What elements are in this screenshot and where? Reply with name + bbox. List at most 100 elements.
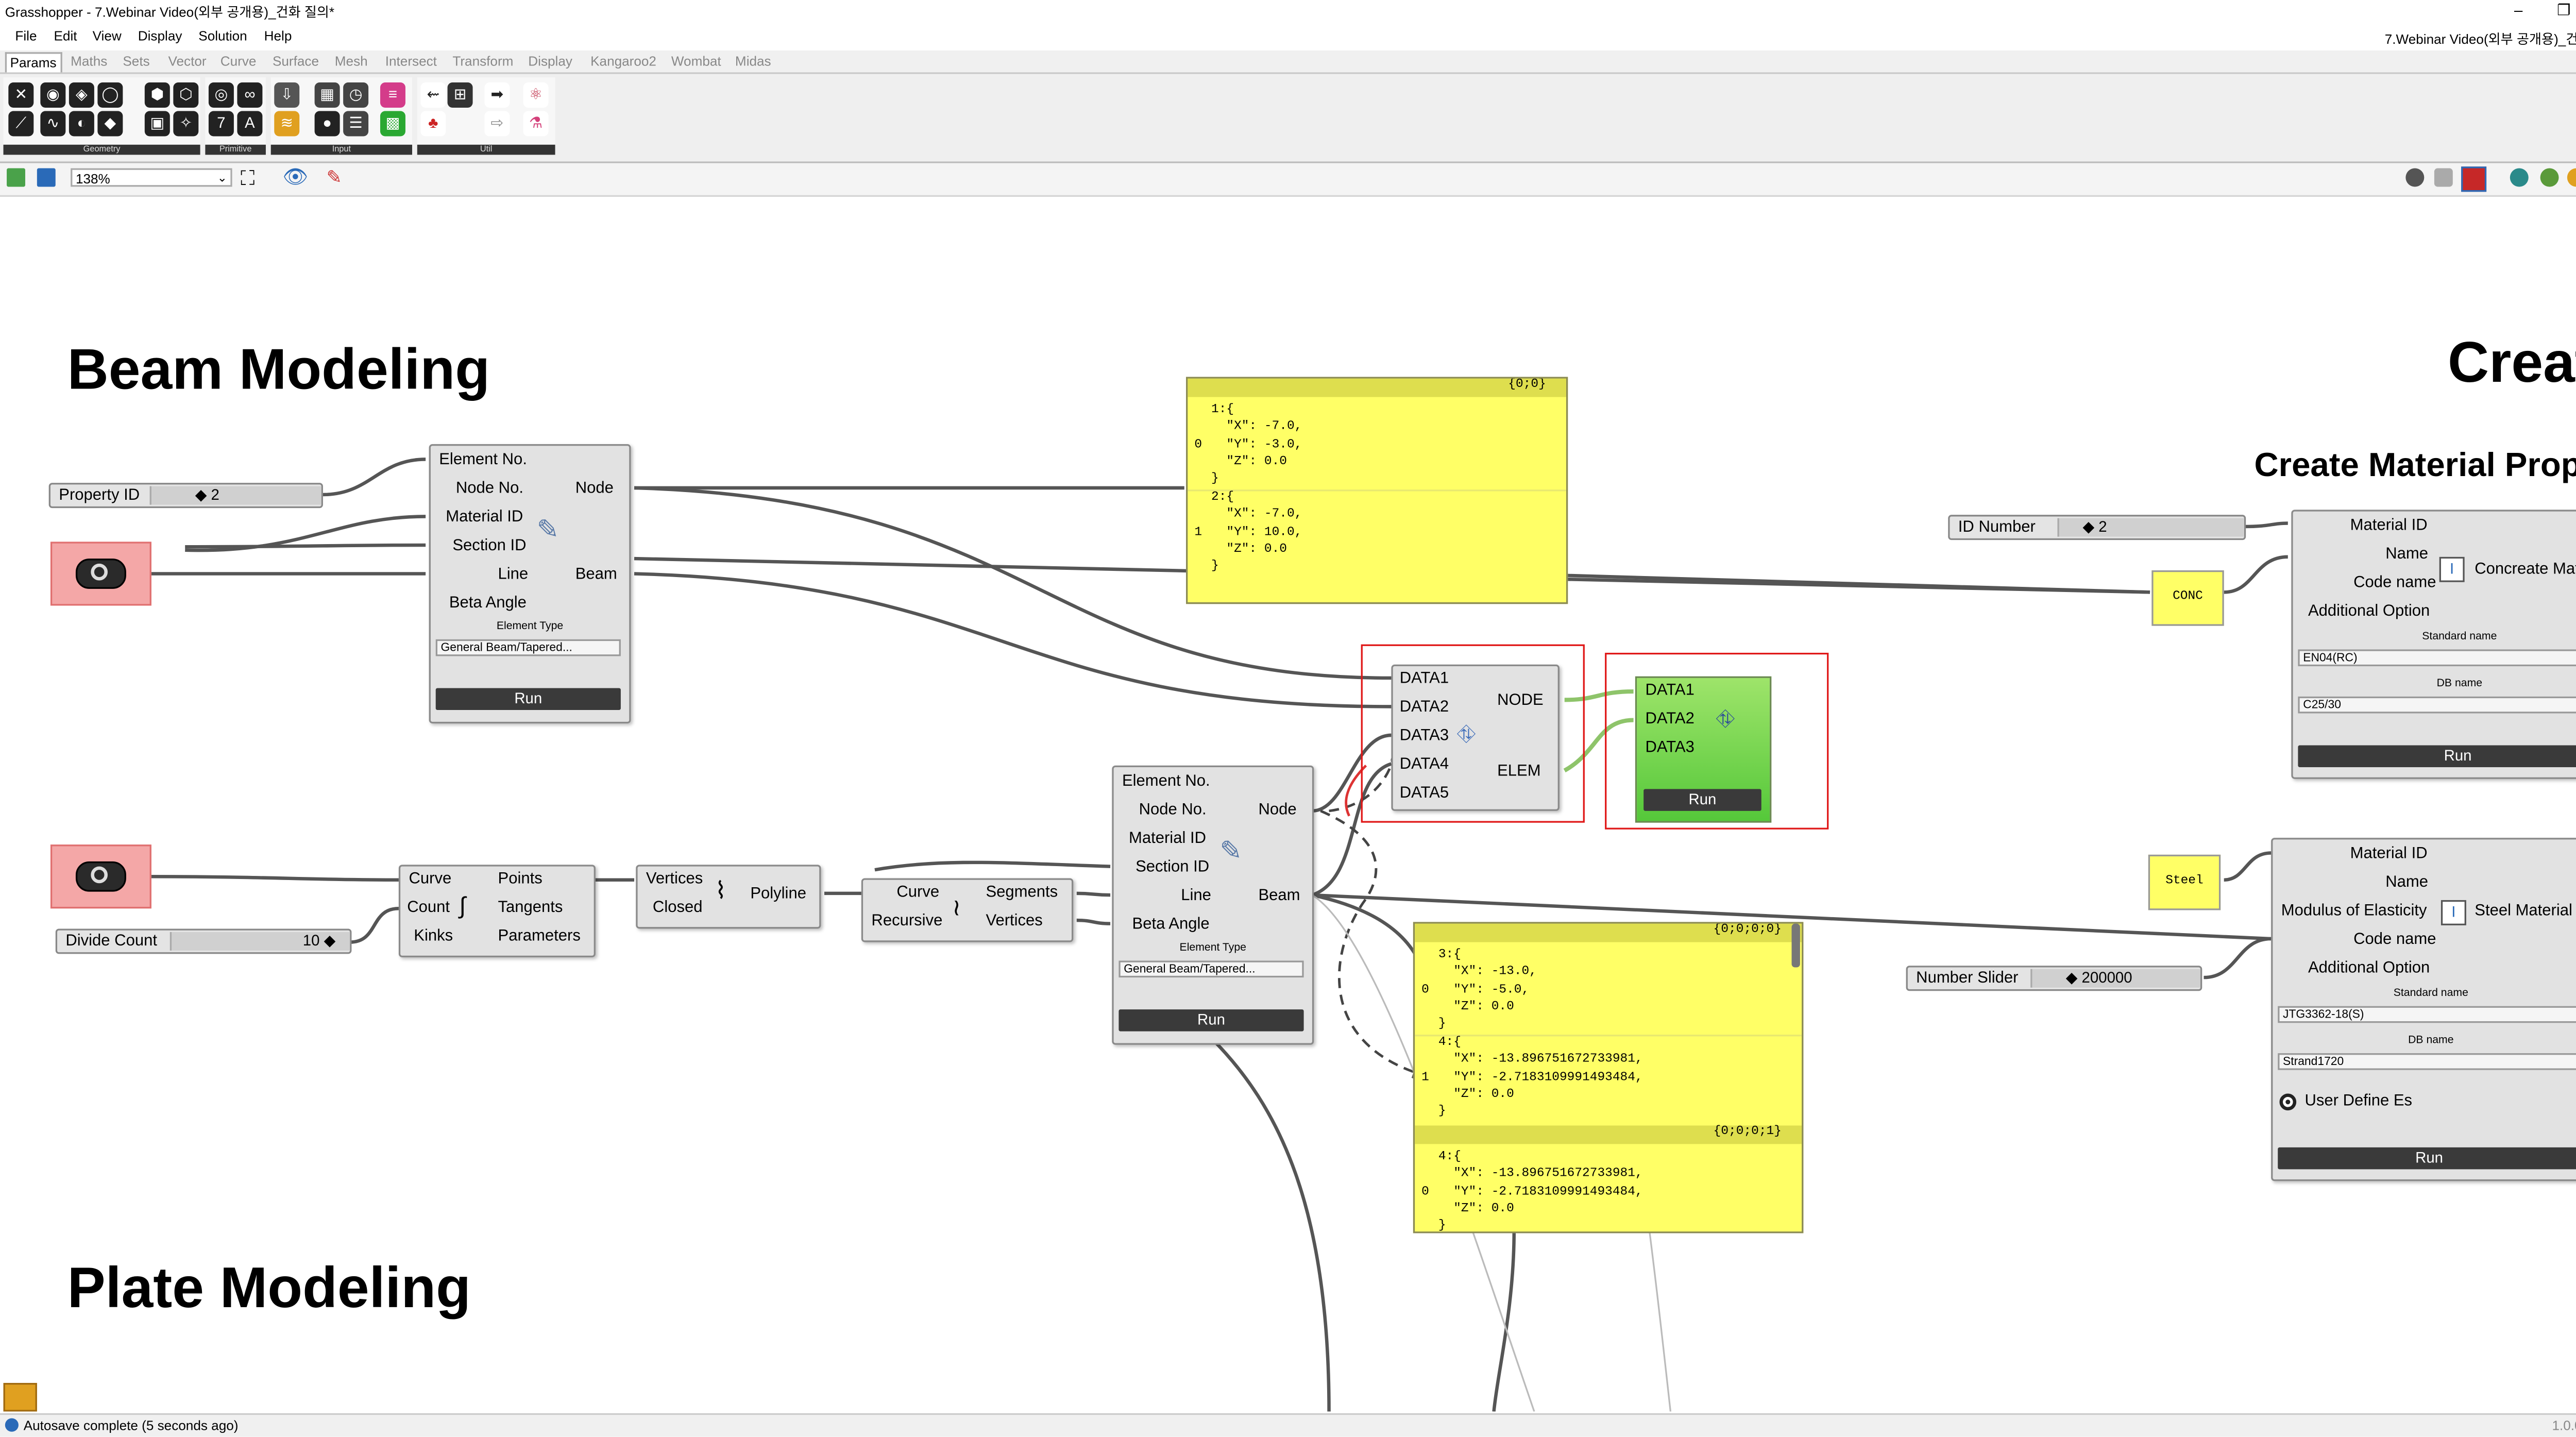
menu-display[interactable]: Display <box>138 28 182 44</box>
input-section-id[interactable]: Section ID <box>1136 858 1210 877</box>
output-vertices[interactable]: Vertices <box>986 911 1043 931</box>
tab-wombat[interactable]: Wombat <box>671 54 721 69</box>
tab-maths[interactable]: Maths <box>71 54 108 69</box>
input-additional-option[interactable]: Additional Option <box>2308 959 2430 978</box>
tab-display[interactable]: Display <box>528 54 572 69</box>
zoom-dropdown[interactable]: 138%⌄ <box>71 168 232 187</box>
preview-shaded-icon[interactable] <box>2434 168 2453 187</box>
graph-icon[interactable]: ⇜ <box>420 82 446 108</box>
timer-icon[interactable]: ◷ <box>343 82 369 108</box>
input-section-id[interactable]: Section ID <box>452 536 527 555</box>
calculator-icon[interactable]: ▦ <box>314 82 340 108</box>
field-icon[interactable]: ✧ <box>173 111 199 137</box>
input-data3[interactable]: DATA3 <box>1399 726 1449 746</box>
file-path-icon[interactable]: ⇩ <box>274 82 300 108</box>
knob-icon[interactable]: ● <box>314 111 340 137</box>
atom-icon[interactable]: ⚛ <box>523 82 549 108</box>
color-icon[interactable] <box>2567 168 2576 187</box>
output-segments[interactable]: Segments <box>986 883 1058 902</box>
output-steel-material[interactable]: Steel Material <box>2475 902 2572 921</box>
vector-icon[interactable]: ◈ <box>69 82 94 108</box>
list-icon[interactable]: ☰ <box>343 111 369 137</box>
input-curve[interactable]: Curve <box>896 883 940 902</box>
cluster-icon[interactable]: ⊞ <box>447 82 473 108</box>
canvas-widget-icon[interactable] <box>3 1383 37 1412</box>
slider-track[interactable]: 10 ◆ <box>170 932 350 951</box>
input-additional-option[interactable]: Additional Option <box>2308 602 2430 621</box>
input-code-name[interactable]: Code name <box>2353 573 2436 593</box>
data-merge-component[interactable]: DATA1 DATA2 DATA3 DATA4 DATA5 NODE ELEM … <box>1391 664 1560 811</box>
input-code-name[interactable]: Code name <box>2353 930 2436 949</box>
text-icon[interactable]: A <box>237 111 263 137</box>
display-icon[interactable] <box>2540 168 2559 187</box>
user-define-es-radio[interactable] <box>2279 1093 2297 1111</box>
input-material-id[interactable]: Material ID <box>2350 516 2428 535</box>
element-type-dropdown[interactable]: General Beam/Tapered... <box>1118 960 1304 978</box>
curve-icon[interactable]: ∿ <box>40 111 66 137</box>
panel-scrollbar[interactable] <box>1791 923 1800 968</box>
output-node[interactable]: NODE <box>1497 691 1544 710</box>
input-element-no[interactable]: Element No. <box>1122 772 1210 791</box>
menu-help[interactable]: Help <box>264 28 292 44</box>
cherry-icon[interactable]: ♣ <box>420 111 446 137</box>
tab-vector[interactable]: Vector <box>168 54 207 69</box>
preview-selected-icon[interactable] <box>2461 166 2487 192</box>
point-icon[interactable]: ◉ <box>40 82 66 108</box>
input-name[interactable]: Name <box>2385 873 2428 892</box>
run-button[interactable]: Run <box>1118 1009 1304 1032</box>
panel-icon[interactable]: ≋ <box>274 111 300 137</box>
tab-mesh[interactable]: Mesh <box>334 54 368 69</box>
steel-material-component[interactable]: Material ID Name Modulus of Elasticity C… <box>2271 838 2576 1181</box>
standard-name-dropdown[interactable]: JTG3362-18(S) <box>2278 1006 2576 1023</box>
output-points[interactable]: Points <box>498 870 543 889</box>
slider-track[interactable]: ◆ 2 <box>149 486 321 505</box>
input-material-id[interactable]: Material ID <box>2350 844 2428 864</box>
polyline-component[interactable]: Vertices Closed Polyline ⌇ <box>636 865 821 929</box>
menu-view[interactable]: View <box>92 28 122 44</box>
input-element-no[interactable]: Element No. <box>439 451 527 470</box>
boolean-icon[interactable]: ◎ <box>208 82 234 108</box>
output-concrete-material[interactable]: Concreate Material <box>2475 560 2576 579</box>
restore-button[interactable]: ❐ <box>2557 2 2571 19</box>
input-node-no[interactable]: Node No. <box>455 479 523 498</box>
output-tangents[interactable]: Tangents <box>498 898 563 917</box>
beam-component[interactable]: Element No. Node No. Material ID Section… <box>1112 765 1314 1045</box>
menu-solution[interactable]: Solution <box>198 28 247 44</box>
input-recursive[interactable]: Recursive <box>871 911 943 931</box>
input-count[interactable]: Count <box>407 898 450 917</box>
arc-icon[interactable]: ◐ <box>69 111 94 137</box>
matrix-icon[interactable]: ▩ <box>380 111 405 137</box>
conc-panel[interactable]: CONC <box>2151 570 2224 626</box>
divide-curve-component[interactable]: Curve Count Kinks Points Tangents Parame… <box>398 865 596 957</box>
id-number-slider[interactable]: ID Number ◆ 2 <box>1948 515 2246 540</box>
output-polyline[interactable]: Polyline <box>750 885 806 904</box>
explode-component[interactable]: Curve Recursive Segments Vertices ≀ <box>861 878 1074 942</box>
output-beam[interactable]: Beam <box>1258 886 1300 905</box>
data-panel[interactable]: {0;0;0;0} 0 3:{ "X": -13.0, "Y": -5.0, "… <box>1413 922 1804 1233</box>
concrete-material-component[interactable]: Material ID Name Code name Additional Op… <box>2291 510 2576 779</box>
data-panel[interactable]: {0;0} 0 1:{ "X": -7.0, "Y": -3.0, "Z": 0… <box>1186 377 1568 604</box>
input-data4[interactable]: DATA4 <box>1399 755 1449 774</box>
input-line[interactable]: Line <box>1181 886 1211 905</box>
number-icon[interactable]: 7 <box>208 111 234 137</box>
run-button[interactable]: Run <box>2278 1147 2576 1170</box>
output-node[interactable]: Node <box>575 479 614 498</box>
input-curve[interactable]: Curve <box>409 870 452 889</box>
run-button[interactable]: Run <box>1643 789 1761 811</box>
grasshopper-canvas[interactable]: Beam Modeling Plate Modeling Create Crea… <box>0 197 2576 1412</box>
input-data1[interactable]: DATA1 <box>1645 681 1694 700</box>
zoom-extents-icon[interactable]: ⛶ <box>240 166 255 190</box>
output-parameters[interactable]: Parameters <box>498 927 581 946</box>
curve-param-box[interactable] <box>50 542 151 606</box>
run-button[interactable]: Run <box>2298 745 2576 767</box>
input-name[interactable]: Name <box>2385 545 2428 564</box>
input-data2[interactable]: DATA2 <box>1645 709 1694 729</box>
preview-eye-icon[interactable]: 👁 <box>282 164 309 189</box>
input-data3[interactable]: DATA3 <box>1645 738 1694 757</box>
slider-track[interactable]: ◆ 2 <box>2057 518 2244 537</box>
input-kinks[interactable]: Kinks <box>414 927 453 946</box>
gradient-icon[interactable]: ≡ <box>380 82 405 108</box>
input-vertices[interactable]: Vertices <box>646 870 703 889</box>
circle-icon[interactable]: ◯ <box>97 82 123 108</box>
beam-component[interactable]: Element No. Node No. Material ID Section… <box>429 444 631 724</box>
